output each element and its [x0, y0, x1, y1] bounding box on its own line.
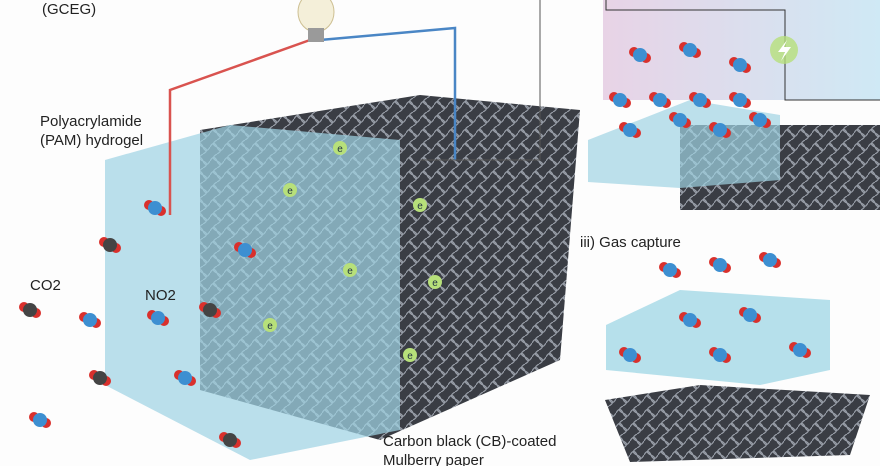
gas-molecule	[29, 412, 51, 428]
gas-molecule	[709, 257, 731, 273]
gas-molecule	[679, 312, 701, 328]
gas-molecule	[19, 302, 41, 318]
hydrogel-capture	[606, 290, 830, 385]
gas-molecule	[629, 47, 651, 63]
co2-label: CO2	[30, 277, 61, 294]
gas-molecule	[729, 57, 751, 73]
gas-molecule	[79, 312, 101, 328]
gas-molecule	[619, 122, 641, 138]
electron-badge: e	[428, 275, 442, 289]
gas-molecule	[659, 262, 681, 278]
gas-molecule	[689, 92, 711, 108]
negative-wire	[319, 26, 457, 160]
electron-badge: e	[413, 198, 427, 212]
device-abbrev-label: (GCEG)	[42, 1, 97, 18]
no2-label: NO2	[145, 287, 176, 304]
gas-molecule	[709, 347, 731, 363]
svg-text:e: e	[407, 351, 413, 362]
gas-molecule	[147, 310, 169, 326]
electron-badge: e	[263, 318, 277, 332]
light-bulb-icon	[297, 0, 335, 42]
hydrogel-label-line1: Polyacrylamide	[40, 113, 142, 130]
gas-molecule	[749, 112, 771, 128]
gas-molecule	[89, 370, 111, 386]
gas-molecule	[669, 112, 691, 128]
positive-wire	[168, 38, 311, 215]
svg-text:e: e	[337, 144, 343, 155]
svg-text:e: e	[267, 321, 273, 332]
electron-badge: e	[403, 348, 417, 362]
gas-molecule	[729, 92, 751, 108]
gas-molecule	[144, 200, 166, 216]
paper-label-line1: Carbon black (CB)-coated	[383, 433, 557, 450]
panel-wire	[605, 0, 880, 101]
svg-text:e: e	[287, 186, 293, 197]
gas-molecule	[609, 92, 631, 108]
gas-molecule	[234, 242, 256, 258]
svg-text:e: e	[432, 278, 438, 289]
gas-molecule	[174, 370, 196, 386]
gas-molecule	[739, 307, 761, 323]
electron-badge: e	[343, 263, 357, 277]
gas-molecule	[219, 432, 241, 448]
svg-text:e: e	[417, 201, 423, 212]
mulberry-paper-bottom	[605, 385, 870, 462]
gas-molecule	[759, 252, 781, 268]
svg-text:e: e	[347, 266, 353, 277]
gas-molecule	[199, 302, 221, 318]
gas-molecule	[679, 42, 701, 58]
gas-molecule	[99, 237, 121, 253]
gas-molecule	[709, 122, 731, 138]
gas-molecule	[619, 347, 641, 363]
energy-panel-background	[603, 0, 880, 100]
hydrogel-small	[588, 100, 780, 188]
gas-molecule	[649, 92, 671, 108]
paper-label-line2: Mulberry paper	[383, 452, 484, 466]
hydrogel-label-line2: (PAM) hydrogel	[40, 132, 144, 149]
gas-molecule	[789, 342, 811, 358]
electron-badge: e	[333, 141, 347, 155]
electron-badge: e	[283, 183, 297, 197]
gas-capture-label: iii) Gas capture	[580, 234, 681, 251]
